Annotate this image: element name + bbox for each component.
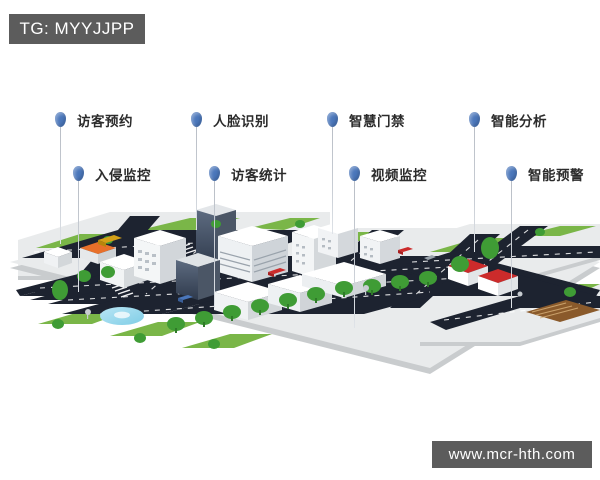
pin-label-1: 访客预约 — [77, 114, 133, 129]
pin-label-5: 智慧门禁 — [349, 114, 405, 129]
pin-label-3: 人脸识别 — [213, 114, 269, 129]
pin-head-icon-3[interactable] — [191, 112, 202, 127]
building-office-right — [318, 222, 400, 264]
crop-field — [526, 300, 600, 322]
isometric-city-illustration — [0, 196, 600, 386]
pin-head-icon-4[interactable] — [209, 166, 220, 181]
street-lamps — [85, 285, 523, 319]
pin-label-7: 智能分析 — [491, 114, 547, 129]
vehicle-car-blue — [178, 295, 193, 303]
vehicle-car-red-right — [398, 247, 413, 255]
plaza-fountain — [100, 307, 144, 325]
watermark-badge-bottom-right: www.mcr-hth.com — [432, 441, 592, 468]
pin-head-icon-5[interactable] — [327, 112, 338, 127]
pin-head-icon-1[interactable] — [55, 112, 66, 127]
vehicles — [98, 235, 436, 303]
pin-label-8: 智能预警 — [528, 168, 584, 183]
building-glass-tower-b — [176, 253, 220, 300]
pin-label-6: 视频监控 — [371, 168, 427, 183]
building-far-left — [44, 247, 72, 268]
pin-label-2: 入侵监控 — [95, 168, 151, 183]
vehicle-car-grey — [424, 255, 436, 260]
pin-head-icon-2[interactable] — [73, 166, 84, 181]
pin-head-icon-8[interactable] — [506, 166, 517, 181]
house-red-roof-b — [478, 269, 518, 296]
building-striped — [218, 226, 288, 282]
pin-head-icon-7[interactable] — [469, 112, 480, 127]
watermark-top-left-text: TG: MYYJJPP — [19, 19, 135, 38]
watermark-badge-top-left: TG: MYYJJPP — [9, 14, 145, 44]
pin-label-4: 访客统计 — [231, 168, 287, 183]
watermark-bottom-right-text: www.mcr-hth.com — [448, 446, 576, 463]
vehicle-car-red — [268, 268, 286, 277]
pin-head-icon-6[interactable] — [349, 166, 360, 181]
vehicle-bus-yellow — [98, 235, 122, 247]
building-orange-roof — [80, 242, 116, 264]
